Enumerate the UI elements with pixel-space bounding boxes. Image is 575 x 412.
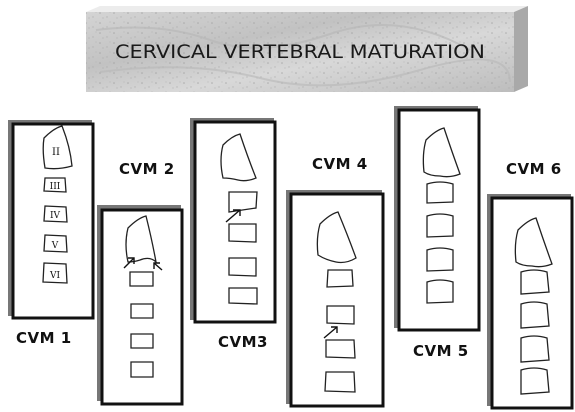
title-banner: CERVICAL VERTEBRAL MATURATION (86, 6, 528, 92)
stage-panel-cvm3 (190, 118, 275, 322)
vertebra-label-ii: II (52, 147, 60, 158)
stage-label-cvm1: CVM 1 (16, 329, 72, 347)
diagram-title: CERVICAL VERTEBRAL MATURATION (115, 41, 485, 63)
vertebra-label-v: V (51, 241, 59, 251)
stage-label-cvm6: CVM 6 (506, 160, 562, 178)
stage-label-cvm5: CVM 5 (413, 342, 469, 360)
stage-label-cvm3: CVM3 (218, 333, 268, 351)
stage-panel-cvm1: II III IV V VI (8, 120, 93, 318)
vertebra-label-iv: IV (50, 211, 61, 221)
vertebra-label-iii: III (50, 182, 61, 192)
stage-label-cvm4: CVM 4 (312, 155, 368, 173)
stage-panel-cvm4 (286, 190, 383, 406)
stage-panel-cvm6 (487, 194, 572, 408)
vertebra-label-vi: VI (49, 271, 60, 281)
stage-label-cvm2: CVM 2 (119, 160, 175, 178)
stage-panel-cvm5 (394, 106, 479, 330)
stage-panel-cvm2 (97, 205, 182, 404)
